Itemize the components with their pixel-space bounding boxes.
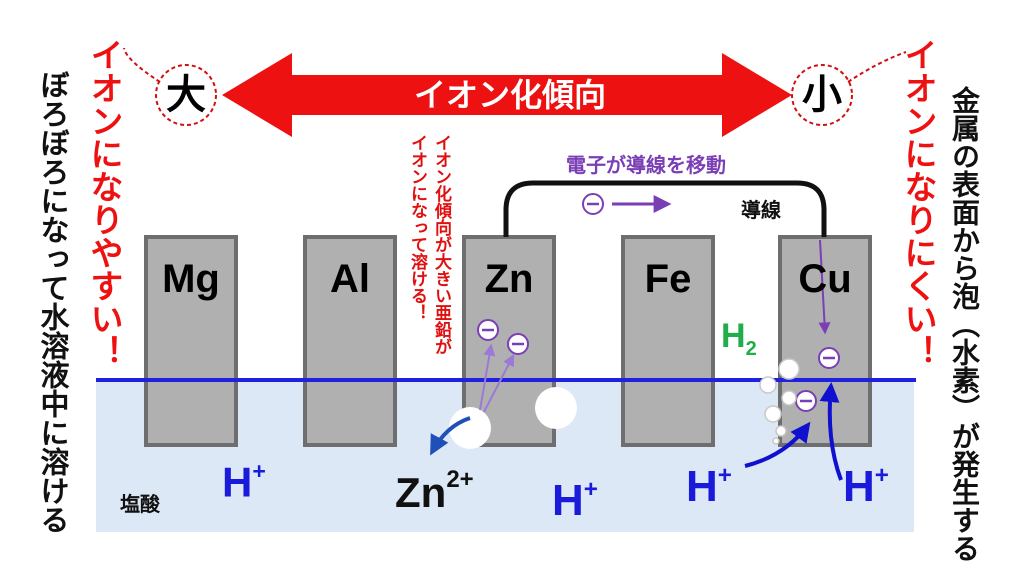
ionization-trend-arrow: [222, 53, 792, 137]
electron-icon: [795, 390, 817, 412]
metal-bar-mg: [144, 235, 238, 447]
electron-release-arrow: [483, 353, 515, 413]
zinc-note: イオン化傾向が大きい亜鉛がイオンになって溶ける！: [407, 134, 451, 355]
left-black-text: ぼろぼろになって水溶液中に溶ける: [36, 70, 70, 534]
zinc-dissolve-pit: [535, 387, 577, 429]
h-ion-arrow: [744, 421, 811, 468]
electron-icon: [507, 333, 529, 355]
hydrogen-ion: H+: [843, 462, 889, 512]
electron-down-arrow: [818, 239, 831, 335]
metal-bar-fe: [621, 235, 715, 447]
right-black-text: 金属の表面から泡（水素）が発生する: [948, 86, 981, 562]
hydrogen-ion: H+: [222, 458, 266, 506]
wire-label: 導線: [741, 198, 781, 222]
large-circle: [155, 64, 217, 126]
solution-label: 塩酸: [120, 492, 160, 516]
zinc-dissolve-pit: [449, 407, 491, 449]
electron-icon: [582, 193, 604, 215]
zinc-ion: Zn2+: [395, 466, 474, 516]
metal-label-zn: Zn: [484, 257, 534, 301]
hydrogen-bubbles: [759, 358, 800, 445]
left-red-text: イオンになりやすい！: [85, 38, 124, 368]
large-label: 大: [166, 72, 206, 118]
large-callout: [123, 47, 161, 83]
electron-icon: [477, 319, 499, 341]
small-label: 小: [802, 72, 842, 118]
hydrogen-ion: H+: [686, 462, 732, 512]
metal-label-fe: Fe: [644, 257, 692, 301]
electron-icon: [818, 347, 840, 369]
wire-caption: 電子が導線を移動: [566, 153, 726, 177]
right-red-text: イオンになりにくい！: [899, 38, 938, 368]
zn-ion-release-arrow: [430, 416, 471, 456]
small-circle: [791, 64, 853, 126]
metal-label-cu: Cu: [798, 257, 852, 301]
electron-release-arrow: [479, 343, 496, 411]
hydrogen-gas-label: H2: [721, 317, 757, 360]
h-ion-arrow: [819, 382, 843, 481]
trend-title: イオン化傾向: [413, 76, 606, 114]
metal-label-al: Al: [330, 257, 370, 301]
hydrogen-ion: H+: [552, 476, 598, 526]
metal-bar-al: [303, 235, 397, 447]
conducting-wire: [503, 180, 827, 237]
metal-label-mg: Mg: [162, 257, 220, 301]
small-callout: [847, 51, 907, 83]
